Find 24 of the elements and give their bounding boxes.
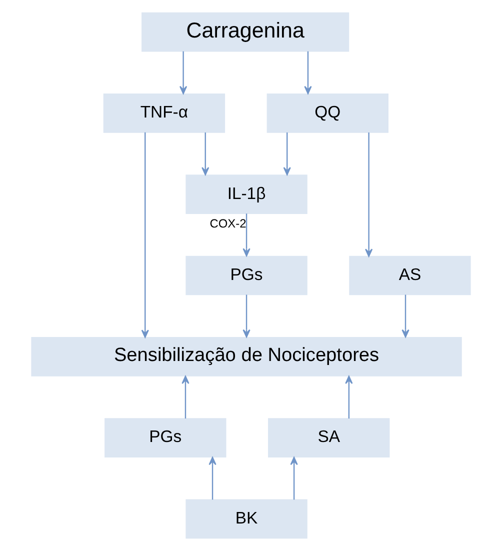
node-box: BK: [186, 499, 308, 539]
arrow: [141, 132, 149, 338]
arrow: [283, 132, 291, 176]
node-box: PGs: [186, 256, 308, 296]
arrow: [242, 294, 250, 338]
arrow: [182, 376, 190, 419]
node-box: AS: [349, 256, 471, 296]
node-box: PGs: [104, 418, 226, 458]
arrow: [208, 456, 216, 500]
arrow: [179, 51, 188, 94]
arrow: [290, 456, 298, 500]
arrow: [304, 51, 312, 94]
node-box: QQ: [266, 94, 388, 133]
arrow: [202, 132, 210, 176]
node-box: Sensibilização de Nociceptores: [31, 336, 462, 376]
node-box: TNF-α: [103, 94, 226, 133]
arrow: [242, 214, 250, 256]
arrow: [365, 132, 373, 257]
node-box: SA: [268, 418, 390, 458]
arrow: [402, 294, 410, 338]
arrow: [345, 376, 353, 419]
edge-label: COX-2: [210, 216, 246, 231]
node-box: Carragenina: [142, 12, 350, 52]
node-box: IL-1β: [186, 174, 308, 214]
